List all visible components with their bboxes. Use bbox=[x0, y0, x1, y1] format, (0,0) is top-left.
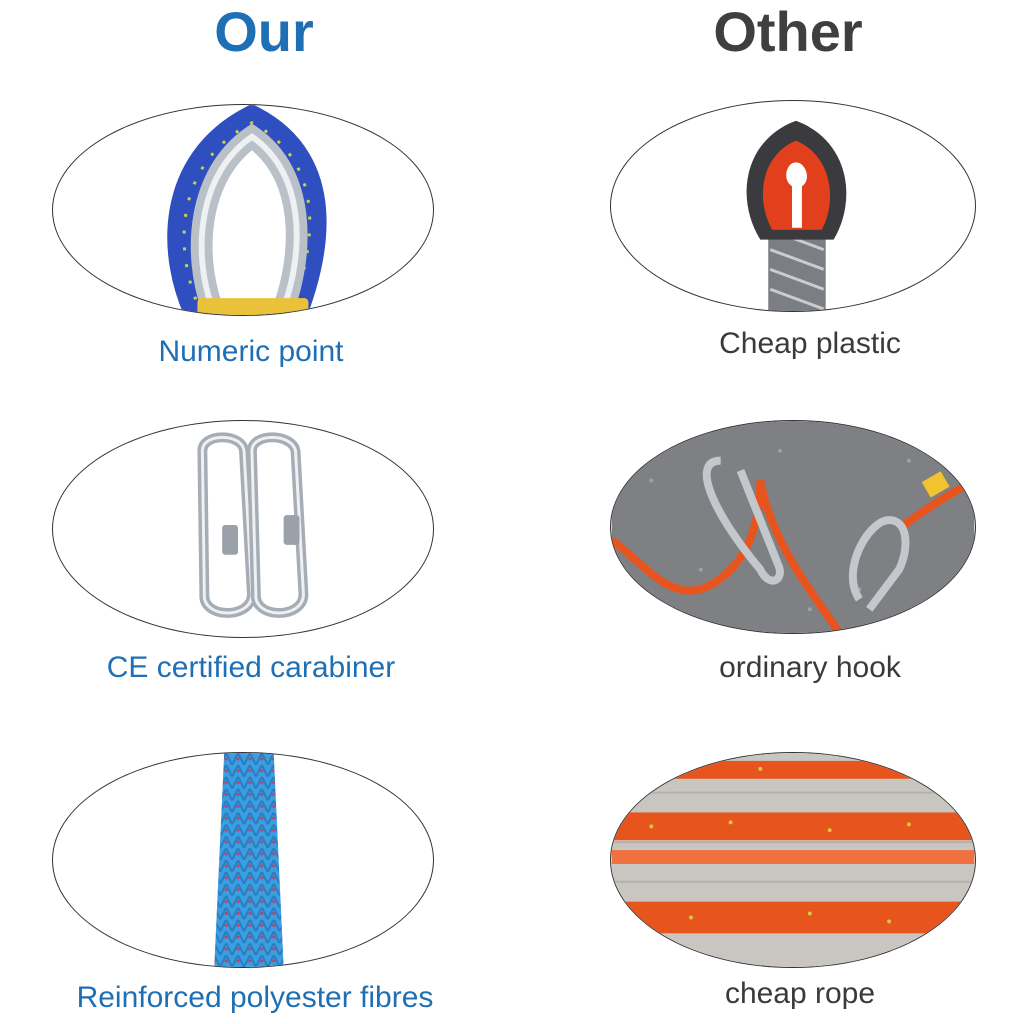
other-caption-1: Cheap plastic bbox=[719, 327, 901, 360]
ours-caption-3: Reinforced polyester fibres bbox=[76, 981, 434, 1014]
plastic-thimble-icon bbox=[746, 120, 847, 311]
other-caption-2: ordinary hook bbox=[719, 651, 901, 684]
ours-oval-1 bbox=[52, 104, 434, 316]
metal-thimble-icon bbox=[167, 105, 327, 315]
ours-caption-2: CE certified carabiner bbox=[106, 651, 396, 684]
frayed-rope-icon bbox=[611, 753, 975, 967]
ordinary-hook-icon bbox=[611, 421, 975, 633]
ours-caption-1: Numeric point bbox=[158, 335, 344, 368]
ours-oval-3 bbox=[52, 752, 434, 968]
carabiner-icon bbox=[197, 432, 309, 618]
ours-heading: Our bbox=[214, 0, 314, 63]
other-oval-3 bbox=[610, 752, 976, 968]
other-heading: Other bbox=[713, 0, 863, 63]
other-oval-1 bbox=[610, 100, 976, 312]
ours-oval-2 bbox=[52, 420, 434, 638]
other-oval-2 bbox=[610, 420, 976, 634]
blue-rope-icon bbox=[214, 753, 284, 967]
other-caption-3: cheap rope bbox=[724, 977, 876, 1010]
